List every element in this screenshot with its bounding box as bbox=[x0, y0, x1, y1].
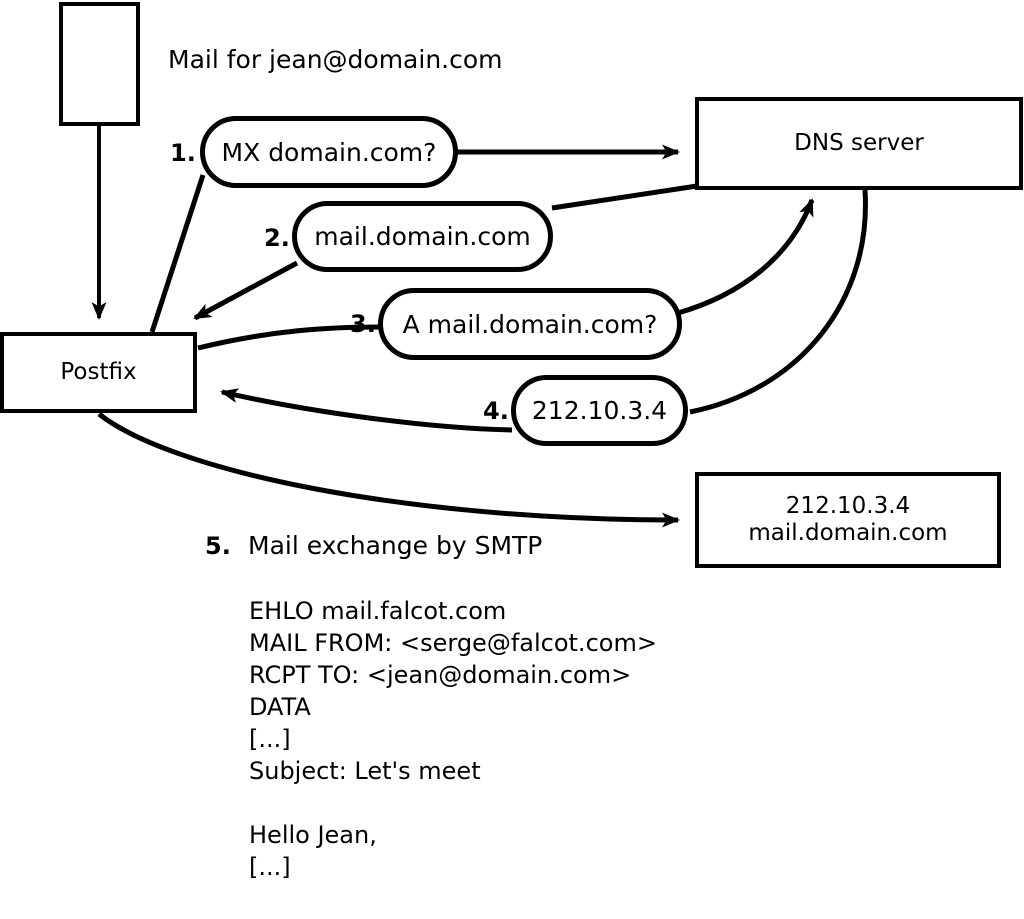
page-title: Mail for jean@domain.com bbox=[168, 45, 503, 74]
node-dns-server[interactable]: DNS server bbox=[695, 97, 1023, 190]
node-postfix[interactable]: Postfix bbox=[0, 332, 197, 413]
edge-step2-bubble-to-postfix bbox=[193, 260, 299, 321]
edge-step4-dns-to-bubble bbox=[689, 189, 868, 415]
step-number-5: 5. bbox=[205, 532, 231, 560]
node-dns-server-label: DNS server bbox=[794, 129, 924, 156]
node-target-mailserver-label: 212.10.3.4 mail.domain.com bbox=[748, 492, 948, 546]
edge-step4-bubble-to-postfix bbox=[220, 388, 513, 433]
smtp-transcript: EHLO mail.falcot.com MAIL FROM: <serge@f… bbox=[249, 597, 657, 919]
step-number-2: 2. bbox=[264, 224, 290, 252]
bubble-step-2-label: mail.domain.com bbox=[314, 222, 531, 251]
step-number-1: 1. bbox=[170, 139, 196, 167]
bubble-step-1[interactable]: MX domain.com? bbox=[200, 116, 458, 188]
node-target-mailserver[interactable]: 212.10.3.4 mail.domain.com bbox=[695, 472, 1001, 568]
bubble-step-1-label: MX domain.com? bbox=[221, 137, 437, 167]
bubble-step-4[interactable]: 212.10.3.4 bbox=[511, 375, 688, 446]
bubble-step-3-label: A mail.domain.com? bbox=[402, 309, 658, 339]
step-number-3: 3. bbox=[350, 310, 376, 338]
step-5-label: Mail exchange by SMTP bbox=[248, 531, 543, 560]
edge-step1-postfix-to-bubble bbox=[149, 174, 206, 333]
bubble-step-3[interactable]: A mail.domain.com? bbox=[378, 288, 682, 360]
step-number-4: 4. bbox=[483, 397, 509, 425]
edge-step2-dns-to-bubble bbox=[551, 183, 698, 211]
node-postfix-label: Postfix bbox=[60, 358, 137, 385]
edge-step3-bubble-to-dns bbox=[677, 198, 815, 316]
node-sender[interactable] bbox=[59, 2, 140, 126]
bubble-step-4-label: 212.10.3.4 bbox=[531, 396, 668, 425]
bubble-step-2[interactable]: mail.domain.com bbox=[292, 201, 553, 272]
